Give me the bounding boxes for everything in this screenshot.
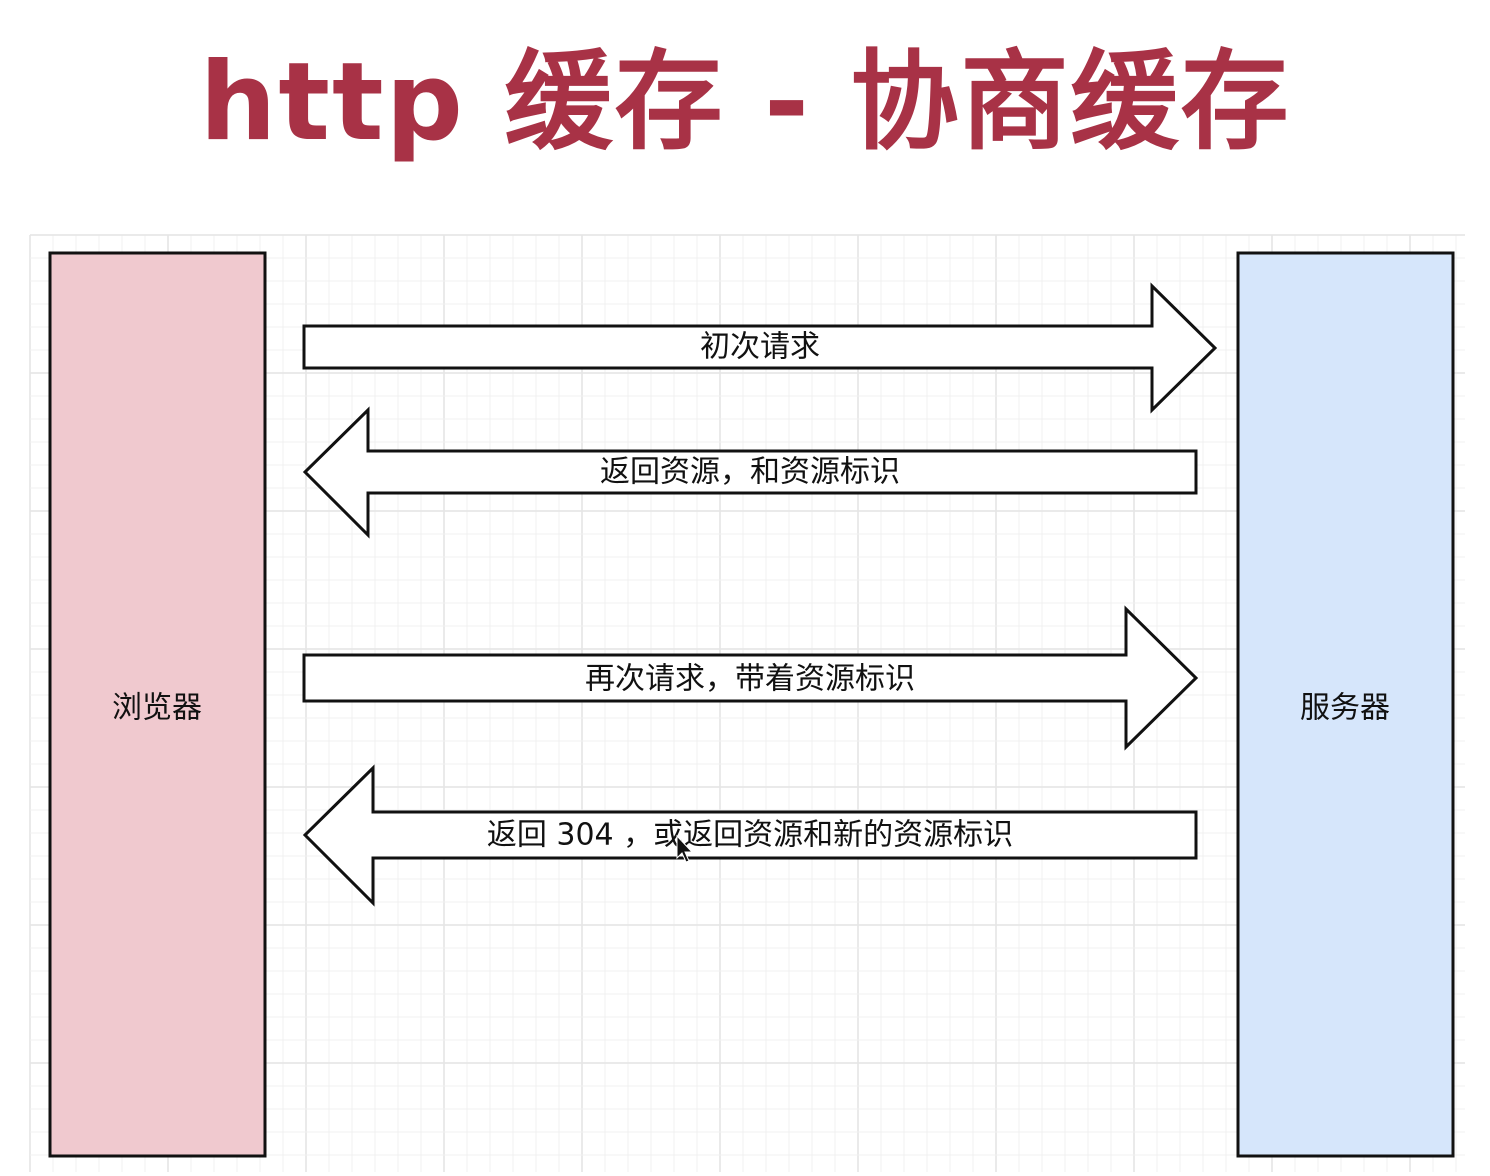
mouse-cursor-icon	[676, 834, 694, 863]
request-arrow	[302, 605, 1199, 751]
page-title: http 缓存 - 协商缓存	[199, 40, 1291, 165]
browser-node	[48, 251, 267, 1158]
message-label: 再次请求，带着资源标识	[585, 662, 915, 697]
browser-label: 浏览器	[112, 691, 202, 726]
message-label: 初次请求	[700, 330, 820, 365]
response-arrow	[302, 764, 1198, 907]
response-arrow	[302, 406, 1198, 539]
server-node	[1236, 251, 1455, 1158]
message-label: 返回 304 ，或返回资源和新的资源标识	[487, 818, 1013, 853]
server-label: 服务器	[1300, 691, 1390, 726]
request-arrow	[302, 282, 1218, 414]
message-label: 返回资源，和资源标识	[600, 455, 900, 490]
